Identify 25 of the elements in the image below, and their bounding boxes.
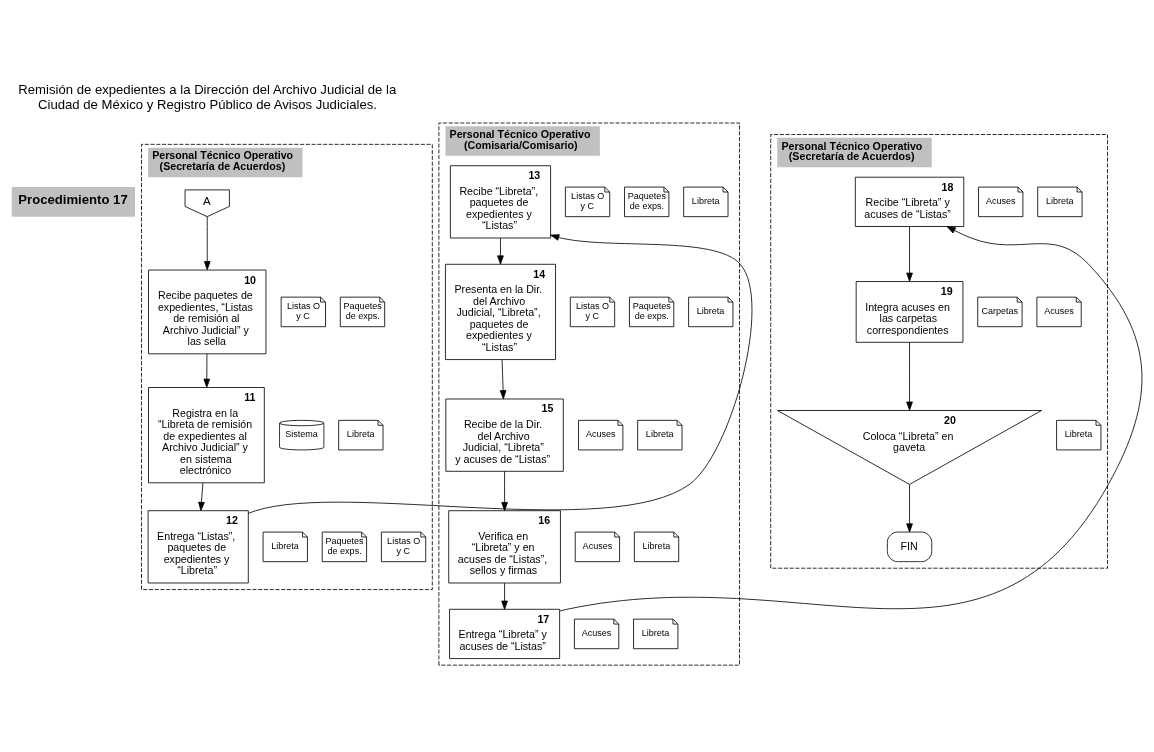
arrow [203,353,211,388]
node-box: 11 Registra en la “Libreta de remisión de expedientes al Archivo Judicial” y en sistema electrónico [148,387,265,484]
label: Procedimiento 17 [18,192,128,208]
node-box: 13 Recibe “Libreta”, paquetes de expedientes y “Listas” [449,165,551,239]
arrow [906,484,913,533]
arrow [497,237,504,265]
node-box: 18 Recibe “Libreta” y acuses de “Listas” [854,176,965,227]
node-box: 12 Entrega “Listas”, paquetes de expedientes y “Libreta” [147,510,249,584]
arrow [247,234,753,514]
node-box: 14 Presenta en la Dir. del Archivo Judicial, “Libreta”, paquetes de expedientes y “Listas” [445,263,556,360]
arrow [501,582,508,610]
arrow [559,226,1143,612]
arrow [203,216,211,271]
arrow [499,359,507,400]
node-box: 16 Verifica en “Libreta” y en acuses de “Listas”, sellos y firmas [448,510,561,584]
arrow [198,482,205,511]
node-box: 10 Recibe paquetes de expedientes, “Listas de remisión al Archivo Judicial” y las sella [148,269,267,355]
arrow [501,471,508,512]
node-box: 19 Integra acuses en las carpetas correspondientes [855,281,964,343]
node-box: 15 Recibe de la Dir. del Archivo Judicial, “Libreta” y acuses de “Listas” [445,398,564,472]
diagram-title: Remisión de expedientes a la Dirección del Archivo Judicial de la Ciudad de México y Registro Público de Avisos Judiciales. [18,82,397,112]
arrow [906,342,913,411]
arrow [906,226,913,282]
node-box: FIN [886,531,933,563]
node-box: 17 Entrega “Libreta” y acuses de “Listas” [449,608,561,659]
